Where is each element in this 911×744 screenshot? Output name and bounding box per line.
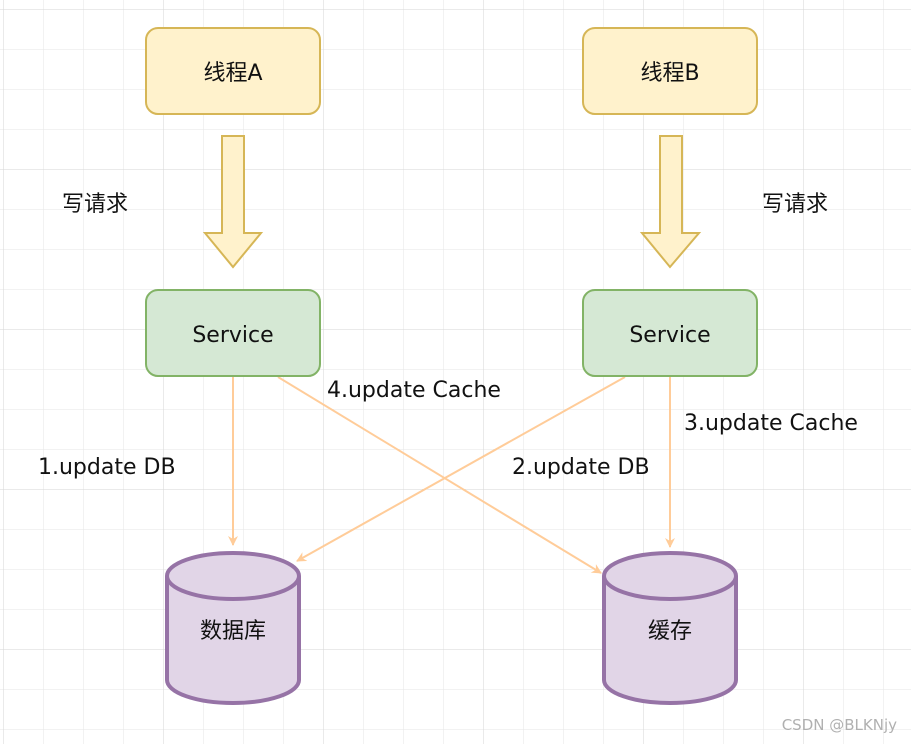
request-arrow-b: [639, 135, 702, 269]
thread-b-label: 线程B: [640, 61, 699, 86]
edge-label-step4: 4.update Cache: [327, 378, 501, 403]
watermark: CSDN @BLKNjy: [782, 716, 897, 734]
edge-label-step3: 3.update Cache: [684, 411, 858, 436]
request-arrow-a: [202, 135, 264, 269]
request-label-a: 写请求: [62, 192, 128, 217]
request-label-b: 写请求: [762, 192, 828, 217]
database-label: 数据库: [200, 619, 266, 644]
thread-a-node[interactable]: 线程A: [145, 27, 321, 115]
edge-label-step1: 1.update DB: [38, 455, 176, 480]
database-node[interactable]: 数据库: [165, 551, 301, 705]
cache-label: 缓存: [648, 619, 692, 644]
service-a-label: Service: [192, 323, 273, 348]
edge-service-a-to-cache[interactable]: [277, 376, 602, 574]
thread-b-node[interactable]: 线程B: [582, 27, 758, 115]
edge-service-b-to-db[interactable]: [296, 376, 626, 562]
thread-a-label: 线程A: [203, 61, 262, 86]
service-a-node[interactable]: Service: [145, 289, 321, 377]
cache-node[interactable]: 缓存: [602, 551, 738, 705]
service-b-node[interactable]: Service: [582, 289, 758, 377]
edge-label-step2: 2.update DB: [512, 455, 650, 480]
service-b-label: Service: [629, 323, 710, 348]
